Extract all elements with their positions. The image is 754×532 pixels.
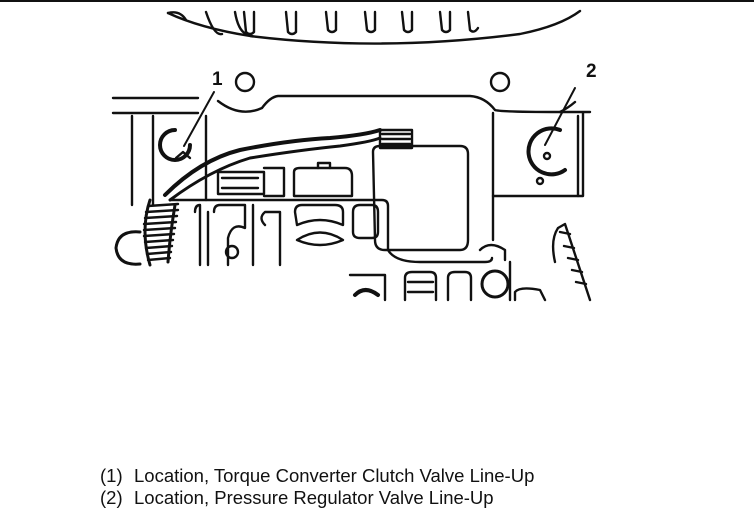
legend-number: (2) (100, 487, 123, 508)
housing-arc (166, 9, 582, 45)
leader-lines (183, 87, 576, 147)
connectors (216, 161, 354, 198)
legend-text: Location, Torque Converter Clutch Valve … (134, 465, 535, 486)
right-bore-panel (491, 111, 585, 242)
legend-text: Location, Pressure Regulator Valve Line-… (134, 487, 494, 508)
serrated-bracket (551, 222, 592, 302)
figure-legend: (1) Location, Torque Converter Clutch Va… (100, 465, 534, 509)
conduit (114, 198, 180, 267)
callout-1: 1 (212, 69, 223, 90)
legend-number: (1) (100, 465, 123, 486)
callout-2: 2 (586, 61, 597, 82)
valve-body-illustration (111, 9, 592, 302)
top-border-rule (0, 0, 754, 2)
upper-plate (111, 71, 592, 115)
legend-item: (2) Location, Pressure Regulator Valve L… (100, 487, 534, 509)
left-bore-panel (130, 114, 208, 207)
wiring-harness (163, 128, 414, 202)
solenoid-block (371, 144, 470, 252)
legend-item: (1) Location, Torque Converter Clutch Va… (100, 465, 534, 487)
lower-valve-body (168, 198, 507, 267)
bottom-row (348, 260, 547, 302)
